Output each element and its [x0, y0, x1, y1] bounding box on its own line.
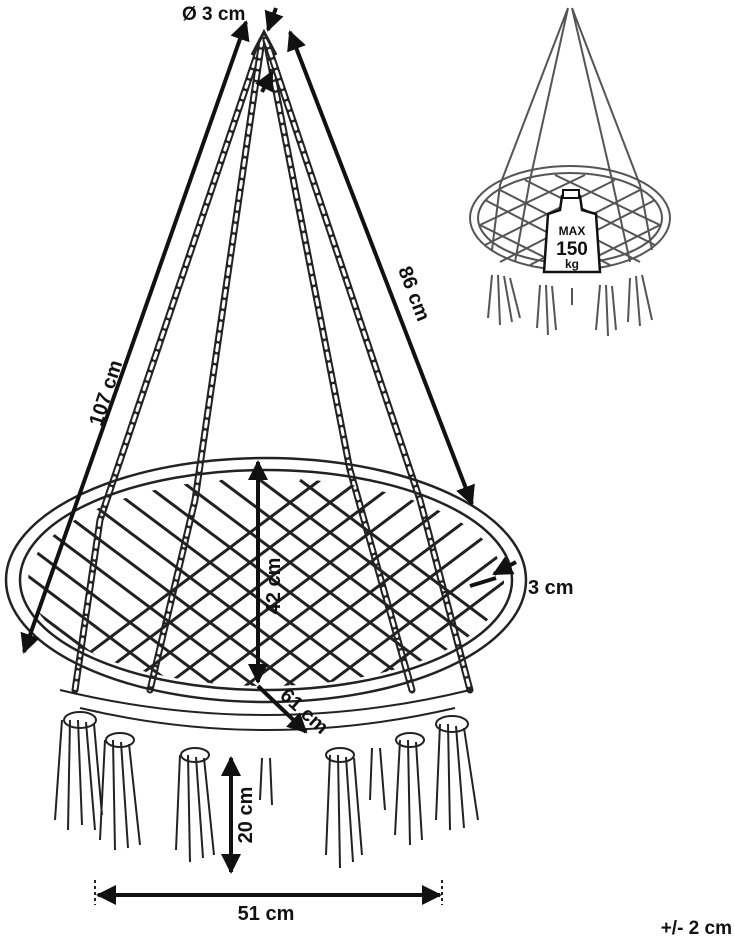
- chair-illustration: [4, 28, 528, 869]
- rope-diameter-pointer: [264, 7, 284, 32]
- load-thumbnail: MAX 150 kg: [469, 7, 671, 337]
- seat-depth-label: 42 cm: [263, 558, 285, 615]
- fringe-tassels: [54, 711, 479, 869]
- rope-dimension-line: [287, 30, 475, 506]
- radius-dimension-line: [256, 684, 308, 734]
- max-load-value: 150: [556, 239, 588, 260]
- fringe-width-label: 51 cm: [238, 903, 295, 925]
- total-height-label: 107 cm: [85, 357, 127, 428]
- rope-diameter-label: Ø 3 cm: [182, 4, 245, 25]
- fringe-length-label: 20 cm: [235, 787, 257, 844]
- weight-icon: [542, 189, 602, 274]
- ring-thickness-label: 3 cm: [528, 577, 574, 599]
- ring-thickness-pointer: [492, 556, 517, 576]
- max-load-unit: kg: [565, 257, 579, 271]
- ring-thickness-pointer-inner: [469, 576, 497, 588]
- tolerance-label: +/- 2 cm: [661, 918, 732, 939]
- rope-diameter-pointer-lower: [255, 70, 274, 93]
- dimension-lines: [20, 7, 517, 905]
- height-dimension-line: [20, 20, 250, 654]
- max-load-label: MAX: [559, 224, 586, 238]
